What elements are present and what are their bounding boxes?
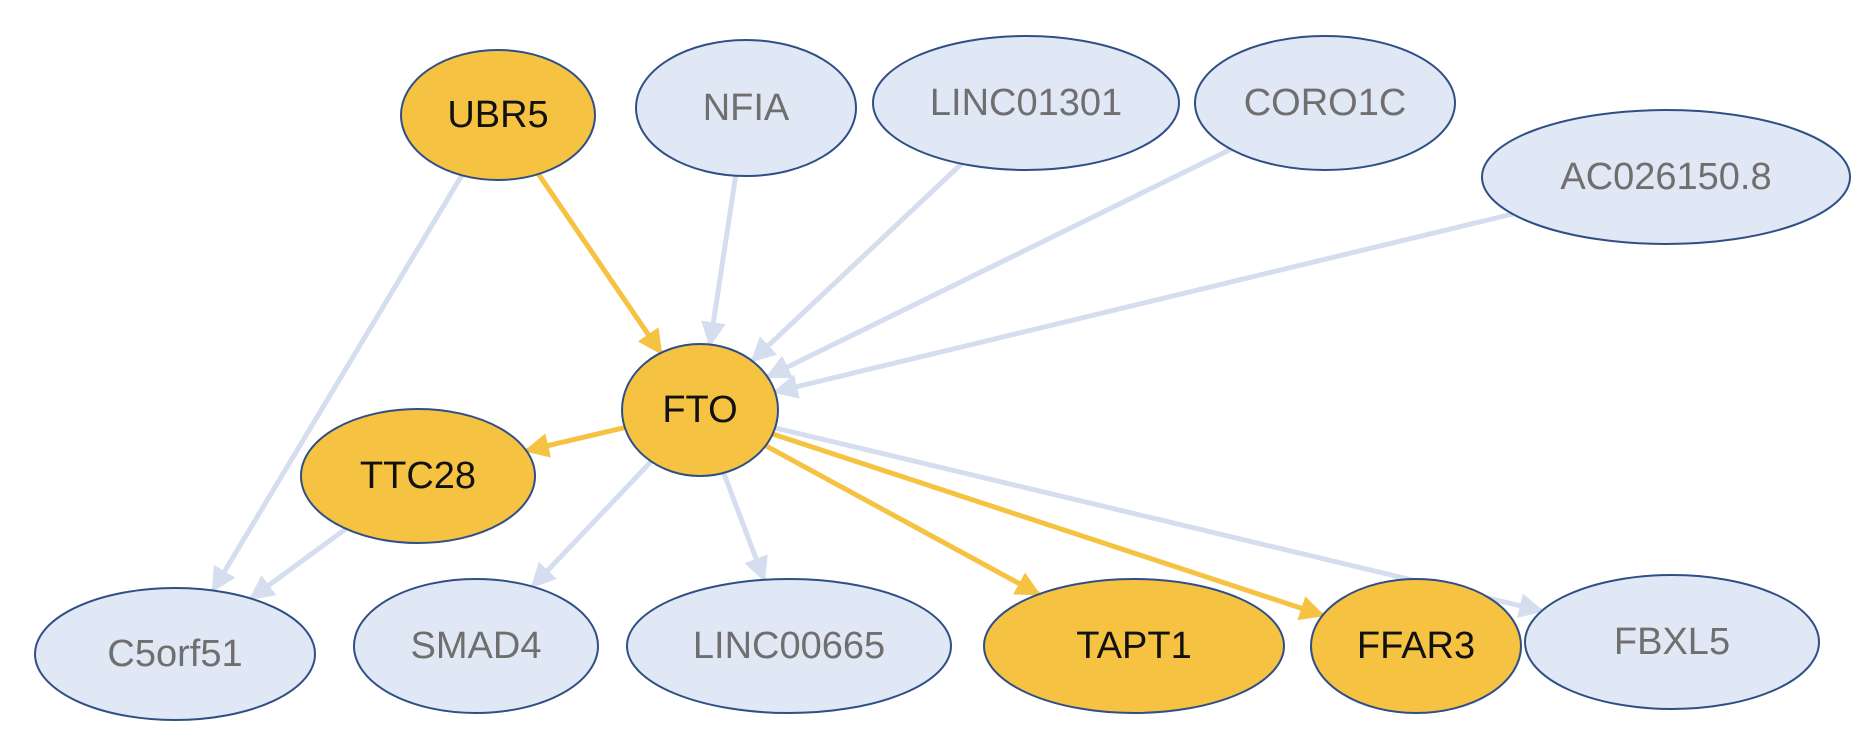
node-nfia: NFIA (635, 39, 857, 177)
edges-layer (210, 146, 1545, 621)
edge-ubr5-to-fto (536, 172, 663, 355)
node-ellipse (1310, 578, 1522, 714)
edge-linc01301-to-fto (750, 161, 964, 363)
edge-fto-to-linc00665 (721, 471, 768, 583)
node-linc00665: LINC00665 (626, 578, 952, 714)
node-ellipse (400, 49, 596, 181)
node-ac026150-8: AC026150.8 (1481, 109, 1851, 245)
node-ellipse (983, 578, 1285, 714)
node-ellipse (353, 578, 599, 714)
node-ellipse (626, 578, 952, 714)
node-label: AC026150.8 (1560, 156, 1771, 198)
node-coro1c: CORO1C (1194, 35, 1456, 171)
node-tapt1: TAPT1 (983, 578, 1285, 714)
edge-ubr5-to-c5orf51 (210, 174, 464, 593)
node-fbxl5: FBXL5 (1524, 574, 1820, 710)
node-c5orf51: C5orf51 (34, 587, 316, 721)
edge-coro1c-to-fto (765, 146, 1232, 380)
edge-nfia-to-fto (701, 175, 739, 348)
node-label: CORO1C (1244, 82, 1407, 124)
node-linc01301: LINC01301 (872, 35, 1180, 171)
node-smad4: SMAD4 (353, 578, 599, 714)
node-label: FTO (662, 389, 737, 431)
edge-ac026150-8-to-fto (772, 211, 1514, 399)
node-label: LINC00665 (693, 625, 885, 667)
node-ellipse (1194, 35, 1456, 171)
node-fto: FTO (621, 343, 779, 477)
node-label: C5orf51 (107, 633, 242, 675)
node-ellipse (1524, 574, 1820, 710)
node-ellipse (635, 39, 857, 177)
node-label: TTC28 (360, 455, 476, 497)
edge-fto-to-tapt1 (764, 443, 1041, 597)
edge-ttc28-to-c5orf51 (248, 526, 348, 601)
node-ttc28: TTC28 (300, 408, 536, 544)
node-label: FBXL5 (1614, 621, 1730, 663)
node-ellipse (1481, 109, 1851, 245)
node-label: SMAD4 (411, 625, 542, 667)
edge-fto-to-ttc28 (523, 425, 626, 458)
node-ellipse (34, 587, 316, 721)
node-label: NFIA (703, 87, 790, 129)
node-ellipse (872, 35, 1180, 171)
edge-fto-to-smad4 (530, 459, 653, 589)
node-ellipse (300, 408, 536, 544)
node-ubr5: UBR5 (400, 49, 596, 181)
node-ellipse (621, 343, 779, 477)
node-label: UBR5 (447, 94, 548, 136)
node-ffar3: FFAR3 (1310, 578, 1522, 714)
node-label: LINC01301 (930, 82, 1122, 124)
edge-fto-to-ffar3 (771, 431, 1326, 621)
node-label: FFAR3 (1357, 625, 1475, 667)
node-label: TAPT1 (1076, 625, 1191, 667)
